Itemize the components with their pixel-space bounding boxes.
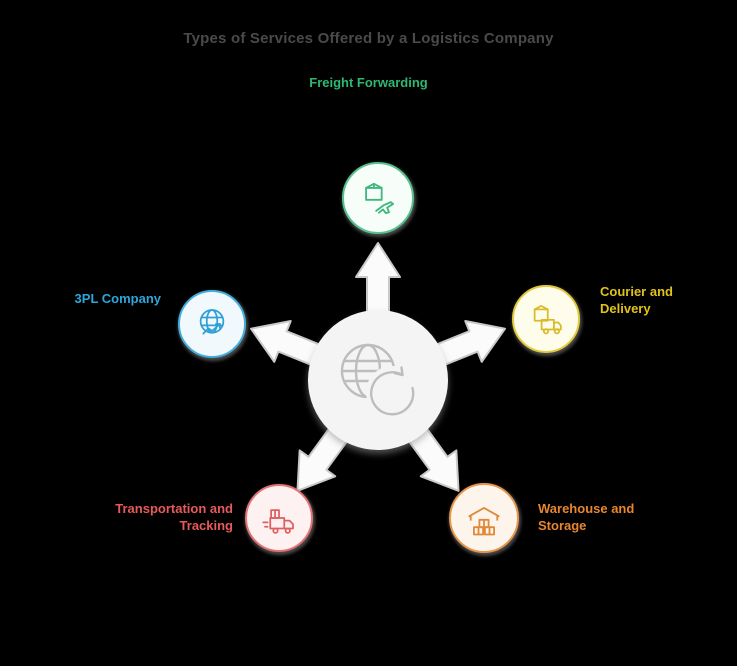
delivery-truck-icon bbox=[262, 509, 294, 534]
node-courier-delivery bbox=[512, 285, 580, 353]
label-line2: Delivery bbox=[600, 301, 651, 316]
package-plane-icon bbox=[365, 182, 395, 215]
label-line1: Transportation and bbox=[115, 501, 233, 516]
label-3pl-company: 3PL Company bbox=[1, 290, 161, 307]
icon-mask bbox=[366, 366, 418, 418]
label-line1: Courier and bbox=[600, 284, 673, 299]
label-transportation-tracking: Transportation and Tracking bbox=[53, 500, 233, 534]
label-text: Freight Forwarding bbox=[309, 75, 428, 90]
node-freight-forwarding bbox=[342, 162, 414, 234]
label-line2: Storage bbox=[538, 518, 587, 533]
label-line2: Tracking bbox=[179, 518, 233, 533]
node-warehouse-storage bbox=[449, 483, 519, 553]
label-freight-forwarding: Freight Forwarding bbox=[0, 74, 737, 91]
node-3pl-company bbox=[178, 290, 246, 358]
globe-growth-arrow-icon bbox=[199, 309, 225, 335]
label-courier-delivery: Courier and Delivery bbox=[600, 283, 673, 317]
page-title: Types of Services Offered by a Logistics… bbox=[183, 30, 554, 47]
node-transportation-tracking bbox=[245, 484, 313, 552]
globe-sync-icon bbox=[340, 343, 418, 418]
package-truck-icon bbox=[533, 305, 562, 335]
hub-circle bbox=[308, 310, 448, 450]
label-text: 3PL Company bbox=[74, 291, 161, 306]
warehouse-boxes-icon bbox=[468, 507, 500, 536]
label-line1: Warehouse and bbox=[538, 501, 635, 516]
label-warehouse-storage: Warehouse and Storage bbox=[538, 500, 634, 534]
